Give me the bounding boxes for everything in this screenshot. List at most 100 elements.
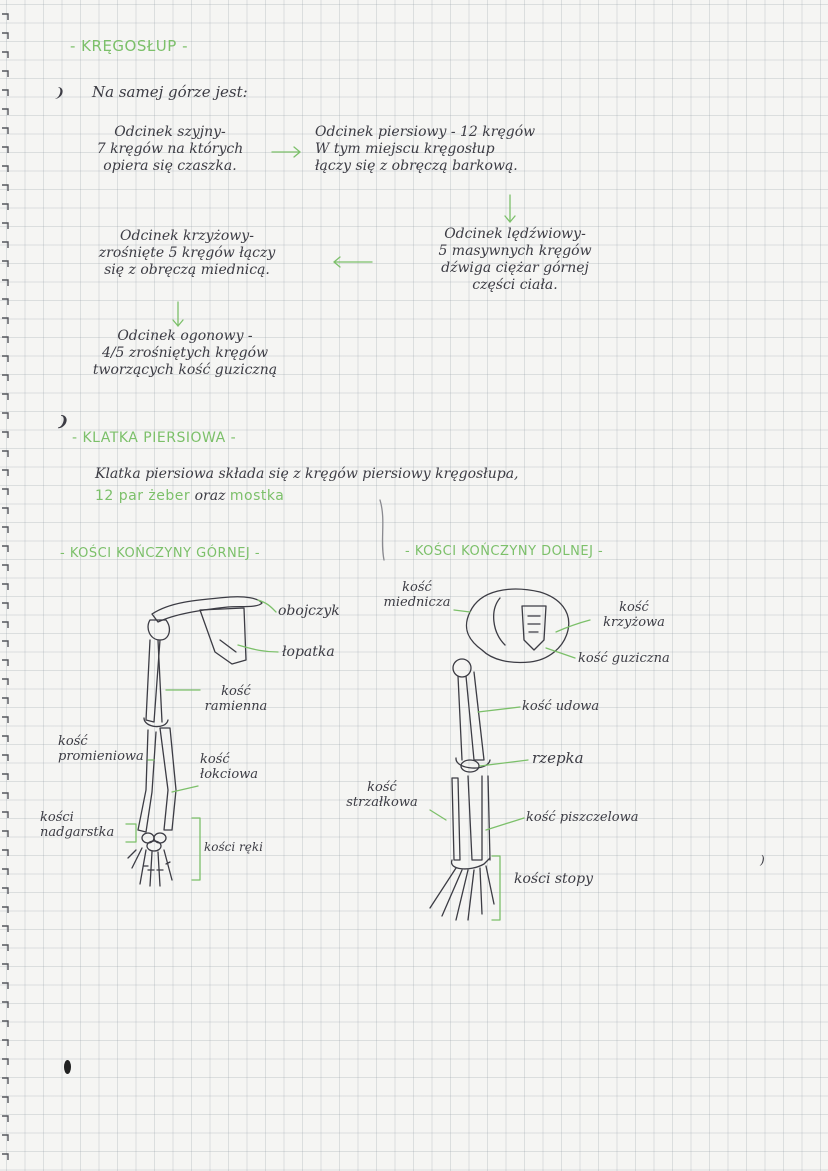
cervical-block: Odcinek szyjny- 7 kręgów na których opie…: [70, 124, 270, 175]
label-sacrum: kość krzyżowa: [603, 600, 665, 630]
binder-ring-mark: [2, 32, 9, 39]
coccygeal-line: 4/5 zrośniętych kręgów: [101, 345, 269, 361]
binder-ring-mark: [2, 1001, 9, 1008]
hand-bracket: [191, 817, 201, 881]
binder-ring-mark: [2, 355, 9, 362]
binder-ring-mark: [2, 260, 9, 267]
bullet-icon: ❩: [56, 414, 68, 430]
binder-ring-mark: [2, 374, 9, 381]
binder-ring-mark: [2, 317, 9, 324]
thoracic-block: Odcinek piersiowy - 12 kręgów W tym miej…: [315, 124, 535, 175]
chest-conjunction: oraz: [194, 488, 226, 504]
coccygeal-line: tworzących kość guziczną: [92, 362, 278, 378]
label-ulna: kość łokciowa: [200, 752, 259, 782]
binder-ring-mark: [2, 849, 9, 856]
label-clavicle: obojczyk: [278, 603, 340, 619]
sacral-line: zrośnięte 5 kręgów łączy: [98, 245, 276, 261]
binder-ring-mark: [2, 621, 9, 628]
label-fibula: kość strzałkowa: [346, 780, 418, 810]
binder-ring-mark: [2, 564, 9, 571]
binder-ring-mark: [2, 450, 9, 457]
binder-ring-mark: [2, 203, 9, 210]
binder-ring-mark: [2, 659, 9, 666]
binder-ring-mark: [2, 412, 9, 419]
binder-ring-mark: [2, 545, 9, 552]
pointer-line: [477, 706, 521, 713]
cervical-line: Odcinek szyjny-: [114, 124, 226, 140]
pen-mark: ): [760, 853, 765, 867]
binder-ring-mark: [2, 697, 9, 704]
label-patella: rzepka: [532, 749, 584, 767]
foot-bracket: [491, 855, 501, 921]
binder-ring-mark: [2, 602, 9, 609]
binder-ring-mark: [2, 944, 9, 951]
lumbar-line: części ciała.: [472, 277, 558, 293]
binder-ring-mark: [2, 488, 9, 495]
pointer-line: [485, 817, 525, 831]
pointer-line: [237, 644, 279, 653]
label-pelvis: kość miednicza: [383, 580, 451, 610]
binder-ring-mark: [2, 792, 9, 799]
spine-heading: - KRĘGOSŁUP -: [70, 37, 189, 55]
binder-ring-mark: [2, 982, 9, 989]
label-carpals: kości nadgarstka: [40, 810, 115, 840]
binder-ring-mark: [2, 963, 9, 970]
lumbar-line: dźwiga ciężar górnej: [441, 260, 589, 276]
binder-ring-mark: [2, 1115, 9, 1122]
binder-ring-mark: [2, 279, 9, 286]
binder-ring-mark: [2, 830, 9, 837]
binder-ring-mark: [2, 146, 9, 153]
ink-dot: [64, 1060, 71, 1074]
binder-ring-mark: [2, 526, 9, 533]
upper-limb-heading: - KOŚCI KOŃCZYNY GÓRNEJ -: [60, 546, 261, 561]
coccygeal-line: Odcinek ogonowy -: [117, 328, 253, 344]
binder-ring-mark: [2, 583, 9, 590]
chest-heading: - KLATKA PIERSIOWA -: [72, 430, 237, 446]
label-humerus: kość ramienna: [204, 684, 268, 714]
lumbar-line: 5 masywnych kręgów: [438, 243, 592, 259]
binder-ring-mark: [2, 716, 9, 723]
binder-ring-mark: [2, 13, 9, 20]
binder-ring-mark: [2, 906, 9, 913]
cervical-line: opiera się czaszka.: [103, 158, 237, 174]
pointer-line: [479, 759, 529, 767]
thoracic-line: Odcinek piersiowy - 12 kręgów: [315, 124, 536, 140]
binder-ring-mark: [2, 431, 9, 438]
label-foot: kości stopy: [514, 871, 593, 887]
ribs-highlight: 12 par żeber: [95, 488, 191, 504]
pointer-line: [555, 619, 591, 633]
carpal-bracket: [125, 823, 137, 843]
thoracic-line: W tym miejscu kręgosłup: [315, 141, 495, 157]
pointer-line: [545, 647, 576, 659]
label-scapula: łopatka: [282, 644, 335, 660]
label-coccyx: kość guziczna: [578, 651, 670, 666]
binder-ring-mark: [2, 1153, 9, 1160]
arrow-down-icon: [172, 301, 184, 327]
lumbar-line: Odcinek lędźwiowy-: [444, 226, 586, 242]
binder-ring-mark: [2, 241, 9, 248]
thoracic-line: łączy się z obręczą barkową.: [315, 158, 518, 174]
binder-ring-mark: [2, 887, 9, 894]
chest-line-2: 12 par żeber oraz mostka: [95, 488, 284, 505]
pointer-line: [257, 599, 277, 613]
pointer-line: [453, 609, 471, 613]
arrow-left-icon: [333, 256, 373, 268]
binder-ring-mark: [2, 127, 9, 134]
coccygeal-block: Odcinek ogonowy - 4/5 zrośniętych kręgów…: [80, 328, 290, 379]
binder-ring-mark: [2, 51, 9, 58]
arrow-right-icon: [271, 146, 301, 158]
binder-ring-mark: [2, 1077, 9, 1084]
binder-ring-mark: [2, 469, 9, 476]
arm-skeleton-drawing: [127, 596, 263, 887]
lumbar-block: Odcinek lędźwiowy- 5 masywnych kręgów dź…: [400, 226, 630, 294]
binder-ring-mark: [2, 108, 9, 115]
cervical-line: 7 kręgów na których: [96, 141, 244, 157]
leg-skeleton-drawing: [429, 588, 570, 921]
binder-ring-mark: [2, 165, 9, 172]
binder-ring-mark: [2, 678, 9, 685]
binder-ring-mark: [2, 1020, 9, 1027]
lower-limb-heading: - KOŚCI KOŃCZYNY DOLNEJ -: [405, 544, 604, 559]
binder-ring-mark: [2, 184, 9, 191]
